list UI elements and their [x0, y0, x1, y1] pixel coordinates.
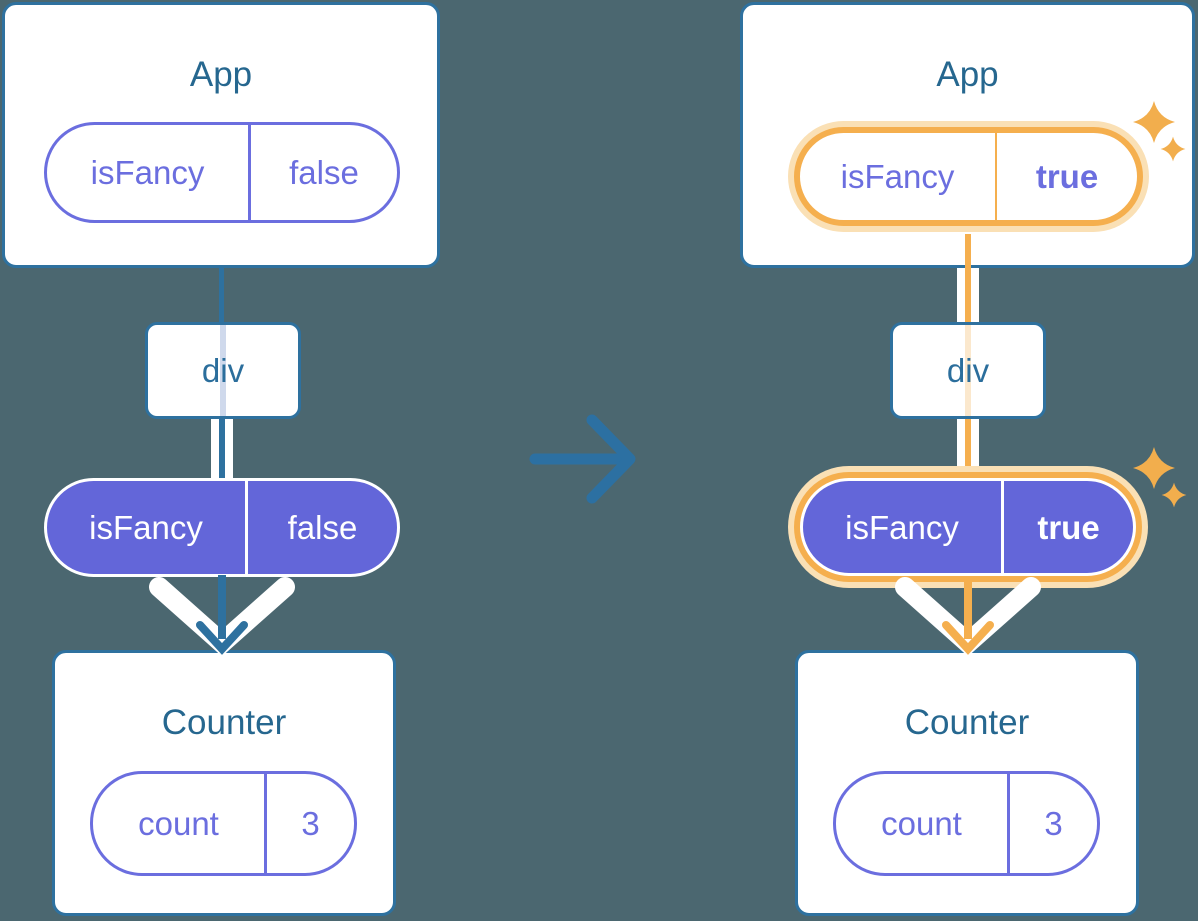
- state-value: 3: [1044, 805, 1063, 842]
- highlight-stem-line: [965, 234, 971, 268]
- prop-name: isFancy: [803, 481, 1004, 573]
- prop-name: isFancy: [47, 481, 248, 574]
- state-name: count: [836, 774, 1010, 873]
- state-pill: count 3: [90, 771, 357, 876]
- div-label: div: [201, 351, 245, 389]
- counter-title: Counter: [161, 703, 287, 742]
- prop-pass-connector: [211, 419, 233, 479]
- down-arrow-icon: [895, 577, 1041, 657]
- counter-card: Counter count 3: [52, 650, 396, 916]
- sparkles-icon: [1133, 447, 1187, 508]
- prop-value: true: [1035, 158, 1099, 195]
- passed-prop-pill: isFancy false: [44, 478, 400, 577]
- div-node: div: [145, 322, 301, 419]
- app-card: App isFancy true: [740, 2, 1195, 268]
- prop-value: false: [289, 154, 359, 191]
- prop-value: true: [1037, 508, 1100, 546]
- prop-value: false: [287, 509, 358, 546]
- state-name: count: [93, 774, 267, 873]
- prop-pill: isFancy false: [44, 122, 400, 223]
- tree-connector-line: [219, 268, 224, 323]
- context-through-line: [220, 325, 226, 416]
- app-title: App: [936, 55, 999, 94]
- div-label: div: [946, 351, 990, 389]
- state-pill: count 3: [833, 771, 1100, 876]
- state-value: 3: [301, 805, 320, 842]
- app-title: App: [189, 55, 253, 94]
- prop-name: isFancy: [47, 125, 251, 220]
- passed-prop-pill-highlighted: isFancy true: [800, 478, 1136, 576]
- transition-arrow-icon: [529, 414, 636, 504]
- div-node: div: [890, 322, 1046, 419]
- prop-pass-connector: [957, 419, 979, 469]
- prop-pill-highlighted: isFancy true: [794, 127, 1143, 226]
- counter-card: Counter count 3: [795, 650, 1139, 916]
- app-card: App isFancy false: [2, 2, 440, 268]
- counter-title: Counter: [904, 703, 1030, 742]
- context-through-line: [965, 325, 971, 416]
- prop-name: isFancy: [800, 133, 997, 220]
- down-arrow-icon: [149, 575, 295, 657]
- tree-connector-line: [957, 268, 979, 323]
- sparkles-icon: [1133, 101, 1186, 162]
